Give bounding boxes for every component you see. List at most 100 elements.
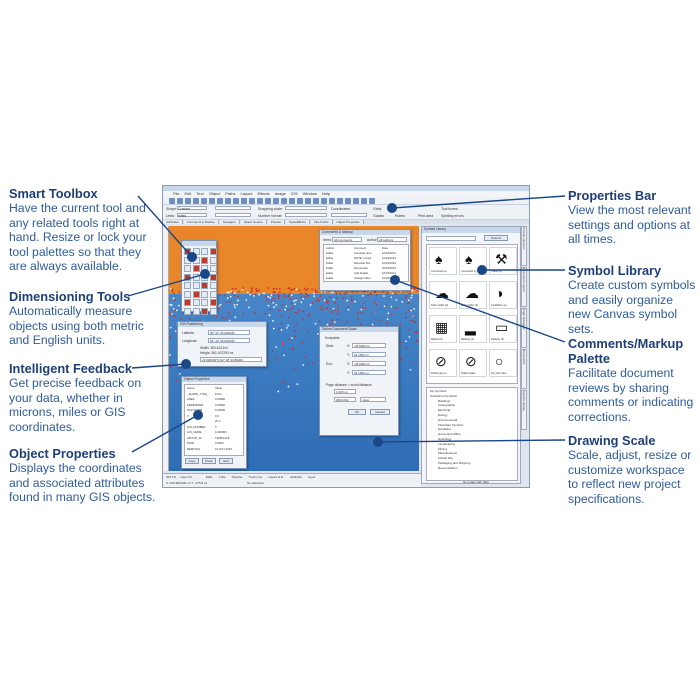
menu-item-text[interactable]: Text bbox=[196, 191, 204, 196]
edit-button[interactable]: Edit bbox=[219, 458, 233, 464]
palette-tab[interactable]: Object Source bbox=[240, 220, 267, 224]
tree-item[interactable]: Oilwell Site bbox=[438, 456, 453, 461]
toolbox-titlebar[interactable] bbox=[182, 241, 216, 246]
tree-item[interactable]: Cartographic bbox=[438, 403, 456, 408]
comment-cell[interactable]: Eddie bbox=[326, 256, 334, 260]
vertical-tab[interactable]: Canvas Libraries bbox=[521, 226, 527, 266]
tree-item[interactable]: Miscellaneous bbox=[438, 451, 458, 456]
comment-cell[interactable]: NOTE: review bbox=[354, 256, 372, 260]
tool-icon[interactable] bbox=[209, 307, 217, 315]
zoom-level[interactable]: 363.7% bbox=[166, 475, 177, 479]
symbol-tile[interactable]: ▂Railway (3) bbox=[459, 315, 487, 343]
comment-cell[interactable]: 10/18/2012 bbox=[382, 261, 396, 265]
tool-icon[interactable] bbox=[209, 299, 217, 306]
layer-tab[interactable]: Layer bbox=[307, 475, 316, 479]
tool-icon[interactable] bbox=[192, 256, 200, 264]
tool-icon[interactable] bbox=[209, 273, 217, 281]
end-y-field[interactable]: 62.1500 mi bbox=[352, 370, 386, 375]
items-select[interactable]: All comments bbox=[332, 237, 362, 242]
tool-icon[interactable] bbox=[184, 273, 191, 281]
snapping-scale-select[interactable] bbox=[285, 206, 327, 210]
toolbar-button[interactable] bbox=[177, 198, 183, 204]
tool-icon[interactable] bbox=[209, 265, 217, 272]
layer-tab[interactable]: Pipeline bbox=[231, 475, 243, 479]
tree-item[interactable]: Hardware bbox=[438, 427, 452, 432]
comment-cell[interactable]: Eddie bbox=[326, 266, 334, 270]
symbol-tile[interactable]: ⚒Crane (3) bbox=[489, 247, 517, 275]
cancel-button[interactable]: Cancel bbox=[370, 409, 390, 415]
symbol-tile[interactable]: ♠Converted sy... bbox=[459, 247, 487, 275]
unit-select[interactable]: miles bbox=[360, 397, 386, 402]
options-button[interactable]: Options bbox=[484, 235, 508, 241]
menu-item-file[interactable]: File bbox=[173, 191, 180, 196]
palette-tab[interactable]: Comments & Markup bbox=[183, 220, 219, 224]
palette-tab[interactable]: Presets bbox=[267, 220, 285, 224]
comment-cell[interactable]: Change label bbox=[354, 276, 371, 280]
tool-icon[interactable] bbox=[184, 282, 191, 289]
height-field[interactable] bbox=[215, 213, 251, 217]
symbol-tile[interactable]: ◑Ceditable vol... bbox=[489, 281, 517, 309]
vertical-tab[interactable]: Page Navigator bbox=[521, 308, 527, 348]
tool-icon[interactable] bbox=[201, 256, 208, 264]
tool-icon[interactable] bbox=[184, 299, 191, 306]
toolbar-button[interactable] bbox=[297, 198, 303, 204]
toolbar-button[interactable] bbox=[185, 198, 191, 204]
tool-icon[interactable] bbox=[192, 273, 200, 281]
layer-tab[interactable]: Edits bbox=[205, 475, 213, 479]
tree-item[interactable]: Home and Office bbox=[438, 432, 461, 437]
tree-item[interactable]: Electrical bbox=[438, 408, 451, 413]
tree-item[interactable]: Environmental bbox=[438, 417, 458, 422]
tool-icon[interactable] bbox=[184, 265, 191, 272]
comment-cell[interactable]: Annotate here bbox=[354, 251, 372, 255]
menu-item-edit[interactable]: Edit bbox=[184, 191, 192, 196]
menu-item-help[interactable]: Help bbox=[321, 191, 331, 196]
tool-icon[interactable] bbox=[201, 290, 208, 298]
layer-tab[interactable]: cardinals bbox=[289, 475, 302, 479]
comment-cell[interactable]: 10/18/2012 bbox=[382, 256, 396, 260]
tool-icon[interactable] bbox=[184, 256, 191, 264]
tool-icon[interactable] bbox=[209, 282, 217, 289]
layer-tab[interactable]: Layers H.E. bbox=[268, 475, 284, 479]
tool-icon[interactable] bbox=[201, 307, 208, 315]
menu-item-layout[interactable]: Layout bbox=[240, 191, 253, 196]
tool-icon[interactable] bbox=[201, 282, 208, 289]
symbol-tile[interactable]: ☁Dark model (4) bbox=[459, 281, 487, 309]
toolbar-button[interactable] bbox=[265, 198, 271, 204]
toolbar-button[interactable] bbox=[305, 198, 311, 204]
toolbar-button[interactable] bbox=[329, 198, 335, 204]
symbol-tile[interactable]: ⊘Drilled water... bbox=[459, 349, 487, 377]
symbol-tile[interactable]: ○Dry hole abe... bbox=[489, 349, 517, 377]
vertical-tab[interactable]: Comments bbox=[521, 349, 527, 389]
toolbar-button[interactable] bbox=[233, 198, 239, 204]
symbol-search-field[interactable] bbox=[426, 236, 476, 241]
palette-tab[interactable]: Object Properties bbox=[333, 220, 364, 224]
width-field[interactable] bbox=[215, 206, 251, 210]
tool-icon[interactable] bbox=[192, 307, 200, 315]
layer-select[interactable]: Layer #1 bbox=[180, 475, 192, 479]
units-select[interactable]: miles bbox=[177, 213, 207, 218]
toolbar-button[interactable] bbox=[217, 198, 223, 204]
toolbar-button[interactable] bbox=[289, 198, 295, 204]
layer-tab[interactable]: Truck Line bbox=[248, 475, 263, 479]
tree-item[interactable]: Packaging and Shipping bbox=[438, 460, 471, 465]
page-distance-field[interactable]: 1.000 mi bbox=[334, 389, 356, 394]
symbol-tile[interactable]: ▦Rafted (3) bbox=[429, 315, 457, 343]
tool-icon[interactable] bbox=[201, 265, 208, 272]
menu-item-effects[interactable]: Effects bbox=[257, 191, 270, 196]
start-x-field[interactable]: -26.5000 mi bbox=[352, 343, 386, 348]
shape-select[interactable]: Custom bbox=[177, 206, 207, 211]
tree-item[interactable]: Energy bbox=[438, 412, 448, 417]
toolbar-button[interactable] bbox=[249, 198, 255, 204]
comment-cell[interactable]: Eddie bbox=[326, 276, 334, 280]
symbol-tile[interactable]: ▭Railway (3) bbox=[489, 315, 517, 343]
grids-checkbox[interactable]: Grids bbox=[373, 207, 382, 211]
tool-boxes-checkbox[interactable]: Tool boxes bbox=[441, 207, 458, 211]
tree-item[interactable]: Buildings bbox=[438, 398, 451, 403]
toolbar-button[interactable] bbox=[345, 198, 351, 204]
comment-cell[interactable]: Relocate this bbox=[354, 261, 371, 265]
menu-item-image[interactable]: Image bbox=[274, 191, 286, 196]
tool-icon[interactable] bbox=[209, 248, 217, 255]
print-area-checkbox[interactable]: Print area bbox=[418, 214, 434, 218]
symbol-tile[interactable]: ☁Dark model (3) bbox=[429, 281, 457, 309]
toolbar-button[interactable] bbox=[201, 198, 207, 204]
